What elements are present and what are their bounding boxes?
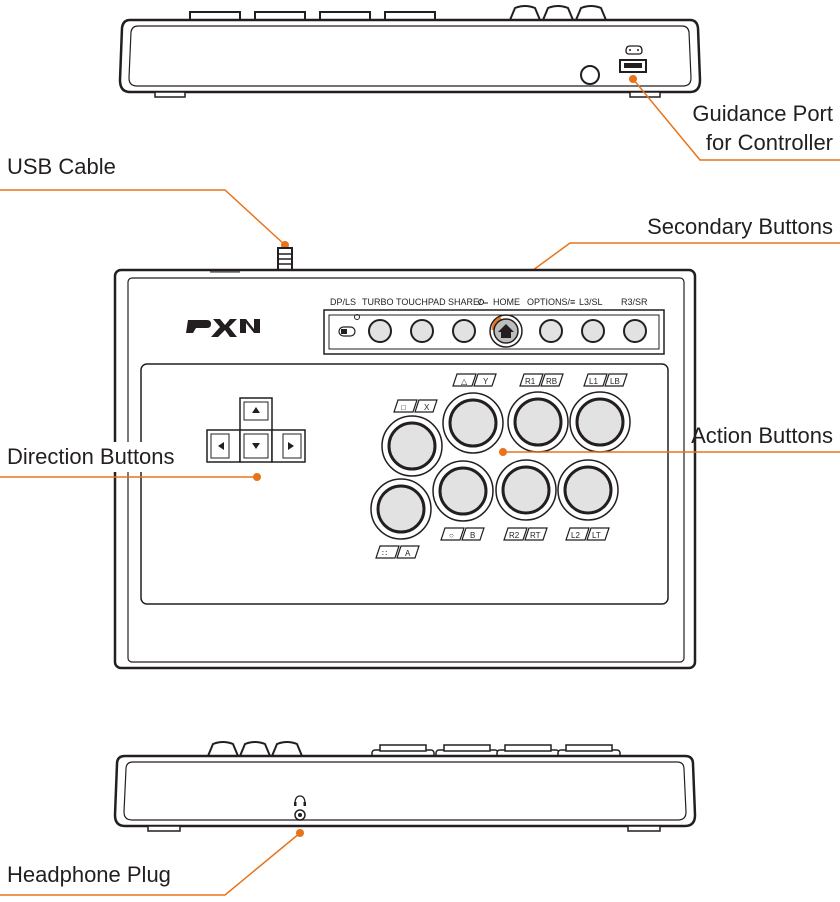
triangle-symbol: △ xyxy=(461,377,468,386)
action-buttons-callout: Action Buttons xyxy=(499,423,840,456)
options-button[interactable] xyxy=(539,319,563,343)
action-label-square-x: □ X xyxy=(393,399,438,413)
action-button-square-x[interactable] xyxy=(381,415,443,477)
action-label-r1-rb: R1 RB xyxy=(519,373,564,387)
svg-text:R2: R2 xyxy=(509,531,520,540)
secondary-buttons-label: Secondary Buttons xyxy=(647,214,833,239)
dp-ls-switch[interactable] xyxy=(338,326,356,337)
svg-text:L2: L2 xyxy=(571,531,580,540)
label-share: SHARE/ xyxy=(448,297,482,307)
rear-body xyxy=(118,18,702,94)
rear-view xyxy=(118,5,702,98)
action-button-cross-a[interactable] xyxy=(370,478,432,540)
home-button[interactable] xyxy=(489,314,523,348)
label-turbo: TURBO xyxy=(362,297,394,307)
pxn-logo-text: PXN xyxy=(200,310,248,335)
action-button-r1-rb[interactable] xyxy=(507,391,569,453)
rear-round-button xyxy=(580,65,600,85)
action-label-l2-lt: L2 LT xyxy=(565,527,610,541)
controller-icon xyxy=(625,45,643,55)
circle-symbol: ○ xyxy=(449,531,454,540)
left-button[interactable] xyxy=(206,429,241,463)
home-icon xyxy=(498,324,514,338)
action-button-r2-rt[interactable] xyxy=(495,459,557,521)
up-button[interactable] xyxy=(239,397,273,432)
svg-text:RB: RB xyxy=(546,377,557,386)
arrow-up-icon xyxy=(252,407,260,413)
r3-sr-button[interactable] xyxy=(623,319,647,343)
rear-top-buttons xyxy=(189,5,608,23)
front-body xyxy=(113,754,697,828)
direction-buttons-label: Direction Buttons xyxy=(7,444,175,469)
turbo-led xyxy=(354,314,360,320)
svg-text:X: X xyxy=(424,403,430,412)
arrow-down-icon xyxy=(252,443,260,449)
svg-text:RT: RT xyxy=(530,531,541,540)
action-button-l1-lb[interactable] xyxy=(569,391,631,453)
svg-text:A: A xyxy=(405,549,411,558)
svg-text:R1: R1 xyxy=(525,377,536,386)
headphone-icon xyxy=(294,795,306,806)
action-label-circle-b: ○ B xyxy=(440,527,485,541)
svg-text:Y: Y xyxy=(483,377,489,386)
share-button[interactable] xyxy=(452,319,476,343)
label-r3-sr: R3/SR xyxy=(621,297,648,307)
svg-text:LT: LT xyxy=(592,531,601,540)
arrow-right-icon xyxy=(288,442,294,450)
top-view: PXN DP/LS TURBO TOUCHPAD SHARE/ HOME OPT… xyxy=(113,247,697,670)
label-home: HOME xyxy=(493,297,520,307)
headphone-plug-callout: Headphone Plug xyxy=(0,829,304,896)
guidance-port-label-line1: Guidance Port xyxy=(692,101,833,126)
guidance-port xyxy=(619,45,647,73)
cross-symbol: ∷ xyxy=(382,549,387,558)
pxn-logo: PXN xyxy=(186,310,260,337)
direction-buttons xyxy=(206,397,306,463)
secondary-panel: DP/LS TURBO TOUCHPAD SHARE/ HOME OPTIONS… xyxy=(323,297,665,355)
label-l3-sl: L3/SL xyxy=(579,297,603,307)
action-label-cross-a: ∷ A xyxy=(375,545,420,559)
direction-buttons-callout: Direction Buttons xyxy=(0,442,261,481)
guidance-port-callout: Guidance Port for Controller xyxy=(629,75,840,161)
guidance-port-label-line2: for Controller xyxy=(706,130,833,155)
square-symbol: □ xyxy=(401,403,406,412)
action-button-triangle-y[interactable] xyxy=(442,392,504,454)
touchpad-button[interactable] xyxy=(410,319,434,343)
action-label-triangle-y: △ Y xyxy=(452,373,497,387)
action-label-r2-rt: R2 RT xyxy=(503,527,548,541)
svg-text:L1: L1 xyxy=(589,377,598,386)
l3-sl-button[interactable] xyxy=(581,319,605,343)
usb-cable xyxy=(277,247,293,271)
action-buttons-label: Action Buttons xyxy=(691,423,833,448)
svg-text:LB: LB xyxy=(610,377,620,386)
svg-text:B: B xyxy=(470,531,475,540)
label-touchpad: TOUCHPAD xyxy=(396,297,446,307)
usb-cable-label: USB Cable xyxy=(7,154,116,179)
label-options: OPTIONS/≡ xyxy=(527,297,575,307)
right-button[interactable] xyxy=(271,429,306,463)
down-button[interactable] xyxy=(239,429,273,463)
arrow-left-icon xyxy=(218,442,224,450)
usb-cable-callout: USB Cable xyxy=(0,154,289,249)
action-button-circle-b[interactable] xyxy=(432,460,494,522)
action-label-l1-lb: L1 LB xyxy=(583,373,628,387)
share-icon xyxy=(478,299,488,305)
front-view xyxy=(113,741,697,832)
headphone-plug-label: Headphone Plug xyxy=(7,862,171,887)
turbo-button[interactable] xyxy=(368,319,392,343)
label-dp-ls: DP/LS xyxy=(330,297,356,307)
action-buttons: △ Y R1 RB L1 LB □ X xyxy=(370,373,631,559)
action-button-l2-lt[interactable] xyxy=(557,459,619,521)
headphone-jack xyxy=(294,795,306,821)
